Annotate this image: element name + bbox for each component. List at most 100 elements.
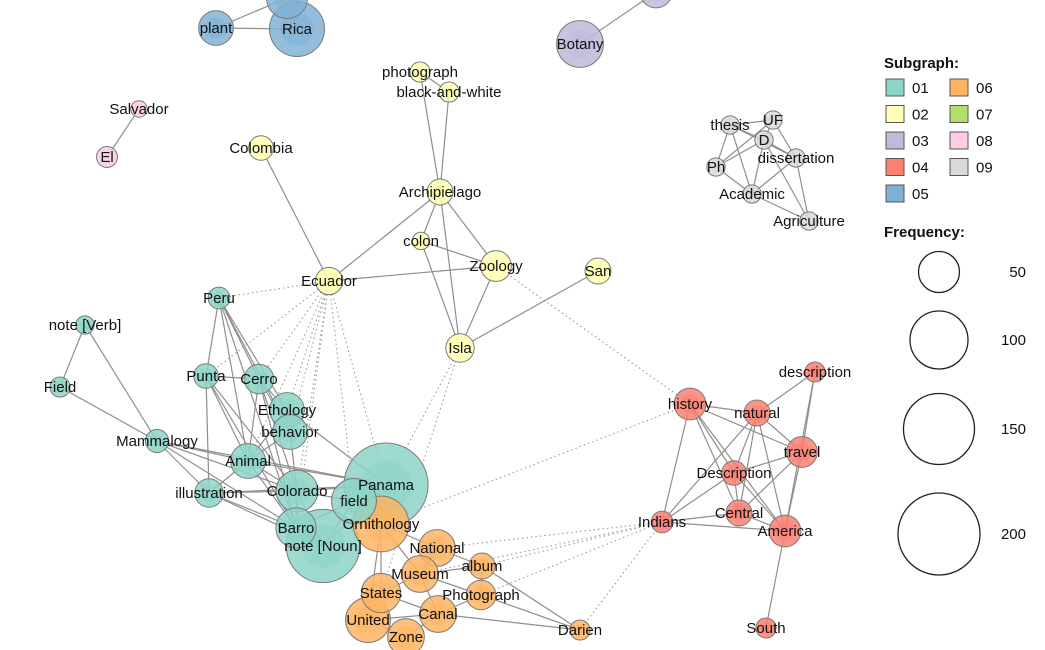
node-d[interactable] bbox=[754, 130, 774, 150]
node-core-punta bbox=[198, 368, 214, 384]
node-natural[interactable] bbox=[743, 399, 771, 427]
node-history[interactable] bbox=[673, 387, 707, 421]
node-el[interactable] bbox=[96, 146, 118, 168]
node-baw[interactable] bbox=[438, 81, 460, 103]
node-core-colorado bbox=[284, 478, 310, 504]
node-field1[interactable] bbox=[49, 376, 71, 398]
node-label-south: South bbox=[746, 620, 785, 637]
node-ecuador[interactable] bbox=[314, 266, 344, 296]
node-noteverb[interactable] bbox=[75, 315, 95, 335]
node-san[interactable] bbox=[584, 257, 612, 285]
node-label-photograph2: Photograph bbox=[442, 587, 520, 604]
node-america[interactable] bbox=[768, 514, 802, 548]
node-label-album: album bbox=[462, 558, 503, 575]
node-description[interactable] bbox=[804, 361, 826, 383]
edge-isla-panama bbox=[385, 347, 461, 486]
node-core-canal bbox=[426, 602, 450, 626]
node-zoology[interactable] bbox=[480, 250, 512, 282]
node-core-album bbox=[474, 558, 490, 574]
node-core-plant bbox=[205, 17, 227, 39]
node-peru[interactable] bbox=[207, 286, 231, 310]
edge-natural-america bbox=[756, 412, 786, 532]
node-core-field2 bbox=[340, 487, 368, 515]
node-label-barro: Barro bbox=[278, 520, 315, 537]
edge-indians-darien bbox=[579, 521, 663, 631]
node-core-d bbox=[758, 134, 770, 146]
node-south[interactable] bbox=[755, 617, 777, 639]
node-barro[interactable] bbox=[275, 507, 317, 549]
node-ph[interactable] bbox=[706, 157, 726, 177]
edge-d-agriculture bbox=[763, 139, 810, 222]
node-label-colombia: Colombia bbox=[229, 140, 293, 157]
node-label-botany: Botany bbox=[557, 36, 604, 53]
node-core-description2 bbox=[726, 465, 742, 481]
node-photograph[interactable] bbox=[409, 61, 431, 83]
subgraph-label-03: 03 bbox=[912, 133, 929, 150]
node-album[interactable] bbox=[468, 552, 496, 580]
edge-isla-san bbox=[459, 270, 599, 349]
node-core-academic bbox=[746, 188, 758, 200]
node-thesis[interactable] bbox=[720, 115, 740, 135]
node-colombia[interactable] bbox=[248, 135, 274, 161]
edge-history-central bbox=[689, 403, 740, 514]
node-uf[interactable] bbox=[763, 110, 783, 130]
node-costa[interactable] bbox=[266, 0, 308, 19]
node-field2[interactable] bbox=[331, 478, 377, 524]
node-isla[interactable] bbox=[445, 333, 475, 363]
node-core-animal bbox=[237, 450, 259, 472]
edge-ecuador-behavior bbox=[289, 280, 330, 433]
node-label-america: America bbox=[757, 523, 813, 540]
node-central[interactable] bbox=[725, 499, 753, 527]
edge-zoology-history bbox=[495, 265, 691, 405]
frequency-circle-100 bbox=[909, 310, 969, 370]
node-cerro[interactable] bbox=[243, 363, 275, 395]
node-illustration[interactable] bbox=[194, 478, 224, 508]
frequency-label-100: 100 bbox=[1001, 332, 1026, 349]
node-archipielago[interactable] bbox=[426, 178, 454, 206]
node-mammalogy[interactable] bbox=[144, 428, 170, 454]
edge-academic-agriculture bbox=[751, 193, 810, 222]
node-academic[interactable] bbox=[742, 184, 762, 204]
node-indians[interactable] bbox=[650, 510, 674, 534]
node-label-description2: Description bbox=[696, 465, 771, 482]
edge-peru-punta bbox=[205, 297, 220, 377]
node-canal[interactable] bbox=[419, 595, 457, 633]
node-museum[interactable] bbox=[401, 555, 439, 593]
node-dissertation[interactable] bbox=[786, 148, 806, 168]
node-agriculture[interactable] bbox=[799, 211, 819, 231]
edge-ecuador-zoology bbox=[328, 265, 497, 282]
node-core-ecuador bbox=[320, 272, 338, 290]
node-animal[interactable] bbox=[230, 443, 266, 479]
node-plant[interactable] bbox=[198, 10, 234, 46]
node-colorado[interactable] bbox=[275, 469, 319, 513]
node-behavior[interactable] bbox=[272, 414, 308, 450]
subgraph-label-02: 02 bbox=[912, 107, 929, 124]
node-label-central: Central bbox=[715, 505, 763, 522]
node-g03b[interactable] bbox=[640, 0, 672, 9]
node-core-isla bbox=[451, 339, 469, 357]
node-botany[interactable] bbox=[556, 20, 604, 68]
node-core-description bbox=[808, 365, 822, 379]
edge-mammalogy-colorado bbox=[156, 440, 298, 492]
node-darien[interactable] bbox=[569, 619, 591, 641]
edge-archipielago-ecuador bbox=[328, 191, 441, 282]
node-label-description: description bbox=[779, 364, 852, 381]
node-label-panama: Panama bbox=[358, 477, 415, 494]
node-states[interactable] bbox=[360, 572, 402, 614]
node-colon[interactable] bbox=[411, 231, 431, 251]
node-salvador[interactable] bbox=[130, 100, 148, 118]
node-zone[interactable] bbox=[387, 618, 425, 650]
edge-history-ornithology bbox=[380, 403, 691, 525]
edge-colon-isla bbox=[420, 240, 461, 349]
node-description2[interactable] bbox=[721, 460, 747, 486]
node-punta[interactable] bbox=[193, 363, 219, 389]
node-core-noteverb bbox=[79, 319, 91, 331]
node-travel[interactable] bbox=[786, 436, 818, 468]
node-core-south bbox=[759, 621, 773, 635]
node-core-national bbox=[425, 536, 449, 560]
node-label-history: history bbox=[668, 396, 713, 413]
node-photograph2[interactable] bbox=[465, 579, 497, 611]
subgraph-label-08: 08 bbox=[976, 133, 993, 150]
subgraph-swatch-02 bbox=[885, 105, 905, 123]
edge-description2-indians bbox=[661, 472, 735, 523]
